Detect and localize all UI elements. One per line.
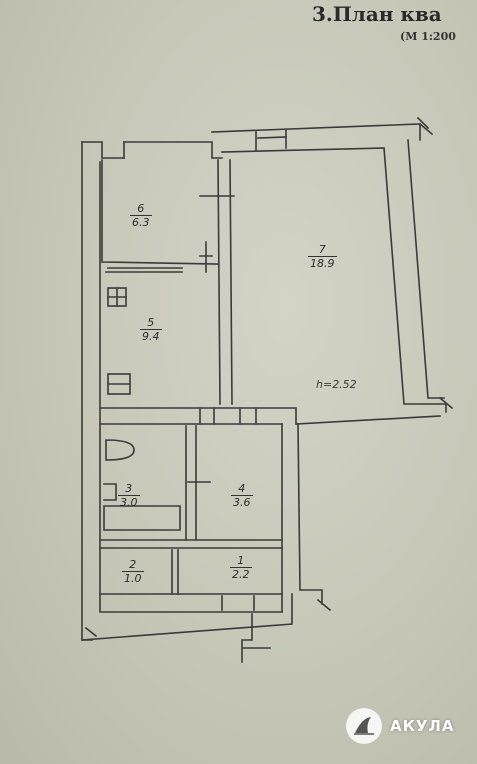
ceiling-height-label: h=2.52 bbox=[316, 378, 357, 391]
room-2-area: 1.0 bbox=[124, 572, 142, 585]
shark-fin-icon bbox=[346, 708, 382, 744]
room-5-area: 9.4 bbox=[142, 330, 160, 343]
room-7-number: 7 bbox=[308, 243, 337, 257]
room-4-area: 3.6 bbox=[233, 496, 251, 509]
room-6-number: 6 bbox=[130, 202, 152, 216]
room6-wall bbox=[101, 159, 219, 265]
watermark: АКУЛА bbox=[346, 708, 455, 744]
inner-wall-left bbox=[99, 161, 283, 613]
room-4-number: 4 bbox=[231, 482, 253, 496]
room-6-label: 6 6.3 bbox=[130, 202, 152, 229]
room-1-number: 1 bbox=[230, 554, 252, 568]
plan-title: 3.План ква bbox=[312, 2, 442, 26]
room-5-number: 5 bbox=[140, 316, 162, 330]
room-5-label: 5 9.4 bbox=[140, 316, 162, 343]
plan-scale: (М 1:200 bbox=[400, 30, 456, 43]
room-7-area: 18.9 bbox=[310, 257, 335, 270]
room-6-area: 6.3 bbox=[132, 216, 150, 229]
room-1-label: 1 2.2 bbox=[230, 554, 252, 581]
room-2-number: 2 bbox=[122, 558, 144, 572]
room-1-area: 2.2 bbox=[232, 568, 250, 581]
outer-wall-left bbox=[81, 141, 93, 641]
room7-wall bbox=[221, 147, 447, 413]
room-7-label: 7 18.9 bbox=[308, 243, 337, 270]
outer-wall-top-left bbox=[81, 141, 125, 159]
room-3-label: 3 3.0 bbox=[118, 482, 140, 509]
room-3-area: 3.0 bbox=[120, 496, 138, 509]
outer-wall-right bbox=[407, 139, 445, 399]
room-4-label: 4 3.6 bbox=[231, 482, 253, 509]
room-2-label: 2 1.0 bbox=[122, 558, 144, 585]
outer-wall-bottom-right bbox=[297, 423, 323, 605]
outer-wall-top-right bbox=[211, 123, 421, 141]
wall-row-mid bbox=[99, 407, 441, 425]
room-3-number: 3 bbox=[118, 482, 140, 496]
outer-wall-top-mid bbox=[123, 141, 223, 159]
outer-wall-bottom bbox=[81, 593, 293, 641]
watermark-brand: АКУЛА bbox=[390, 717, 455, 735]
